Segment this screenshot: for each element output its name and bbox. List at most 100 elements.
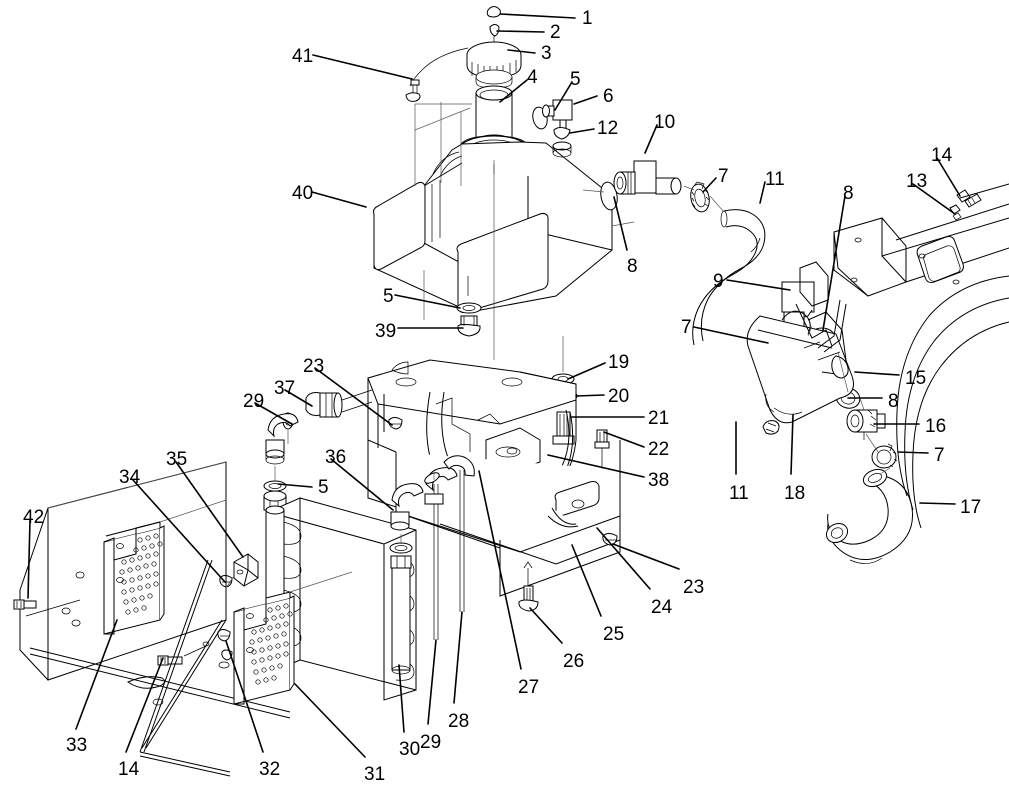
leader-line-31 (294, 683, 366, 758)
leader-line-11 (759, 181, 766, 204)
elbow-fitting-6 (532, 99, 573, 158)
leader-line-23 (612, 543, 680, 570)
leader-line-17 (919, 502, 956, 505)
hose-11-upper (692, 209, 766, 346)
tank-cap-assembly (409, 6, 522, 89)
leader-line-18 (790, 414, 794, 475)
leader-line-5 (277, 483, 313, 488)
leader-line-26 (529, 607, 563, 644)
leader-line-29 (427, 639, 437, 725)
leader-line-38 (547, 454, 645, 478)
leader-line-7 (897, 451, 929, 454)
callout-number-23: 23 (303, 356, 325, 377)
hose-17 (825, 468, 914, 564)
callout-number-34: 34 (119, 467, 141, 488)
callout-number-32: 32 (259, 759, 281, 780)
leader-line-35 (175, 461, 244, 558)
construction-lines (225, 160, 891, 589)
callout-number-41: 41 (292, 46, 314, 67)
callout-leader-lines (27, 13, 961, 758)
callout-number-20: 20 (608, 386, 630, 407)
callout-number-4: 4 (527, 67, 538, 88)
leader-line-1 (499, 13, 576, 19)
callout-number-7: 7 (718, 166, 729, 187)
leader-line-5 (554, 81, 573, 111)
callout-number-33: 33 (66, 735, 88, 756)
leader-line-14 (125, 657, 164, 753)
leader-line-27 (478, 470, 522, 670)
callout-number-37: 37 (274, 378, 296, 399)
callout-number-27: 27 (518, 677, 540, 698)
callout-number-17: 17 (960, 497, 982, 518)
callout-number-12: 12 (597, 118, 619, 139)
leader-line-23 (314, 367, 393, 426)
leader-line-29 (254, 402, 293, 425)
callout-number-26: 26 (563, 651, 585, 672)
callout-number-29: 29 (420, 732, 442, 753)
leader-line-22 (603, 431, 645, 448)
elbow-fitting-10 (600, 160, 682, 211)
callout-number-42: 42 (23, 507, 45, 528)
callout-number-25: 25 (603, 624, 625, 645)
fittings-left (263, 389, 373, 511)
leader-line-30 (398, 664, 405, 733)
side-panel-assembly (13, 461, 353, 777)
callout-number-1: 1 (582, 8, 593, 29)
leader-line-9 (726, 279, 791, 291)
leader-line-8 (613, 196, 628, 251)
leader-line-8 (822, 195, 846, 331)
leader-line-3 (507, 49, 536, 54)
callout-number-40: 40 (292, 183, 314, 204)
callout-number-5: 5 (383, 286, 394, 307)
leader-line-20 (575, 394, 605, 397)
callout-number-16: 16 (925, 416, 947, 437)
leader-line-28 (453, 611, 463, 704)
leader-line-7 (693, 326, 769, 344)
leader-line-10 (644, 124, 658, 154)
callout-number-31: 31 (364, 764, 386, 785)
leader-line-14 (936, 157, 961, 197)
callout-number-29: 29 (243, 391, 265, 412)
leader-line-15 (854, 371, 900, 376)
leader-line-4 (499, 79, 528, 103)
chassis-frame-right (833, 183, 1009, 529)
leader-line-24 (596, 527, 651, 590)
callout-number-36: 36 (325, 447, 347, 468)
callout-number-22: 22 (648, 439, 670, 460)
callout-number-2: 2 (550, 22, 561, 43)
leader-line-32 (225, 640, 264, 753)
callout-number-7: 7 (681, 317, 692, 338)
callout-number-21: 21 (648, 408, 670, 429)
callout-number-8: 8 (888, 391, 899, 412)
leader-line-40 (311, 191, 367, 208)
callout-number-10: 10 (654, 112, 676, 133)
callout-number-5: 5 (318, 477, 329, 498)
leader-line-36 (330, 458, 394, 511)
callout-number-9: 9 (713, 271, 724, 292)
leader-line-12 (569, 128, 595, 134)
leader-line-33 (75, 619, 118, 730)
fitting-16 (846, 409, 886, 440)
leader-line-2 (496, 30, 545, 33)
hydraulic-tank (373, 79, 613, 313)
callout-number-11: 11 (729, 483, 749, 504)
leader-line-25 (571, 544, 602, 617)
callout-number-7: 7 (934, 445, 945, 466)
callout-number-13: 13 (906, 171, 928, 192)
callout-number-14: 14 (931, 145, 953, 166)
reservoir-18 (746, 311, 854, 435)
callout-number-39: 39 (375, 321, 397, 342)
leader-line-5 (394, 294, 461, 309)
leader-line-19 (567, 362, 606, 380)
callout-number-8: 8 (843, 183, 854, 204)
callout-number-35: 35 (166, 449, 188, 470)
callout-number-15: 15 (905, 368, 927, 389)
leader-line-6 (573, 95, 598, 105)
leader-line-13 (912, 183, 956, 215)
callout-number-6: 6 (603, 86, 614, 107)
callout-number-28: 28 (448, 711, 470, 732)
leader-line-7 (702, 177, 717, 193)
callout-number-24: 24 (651, 597, 673, 618)
